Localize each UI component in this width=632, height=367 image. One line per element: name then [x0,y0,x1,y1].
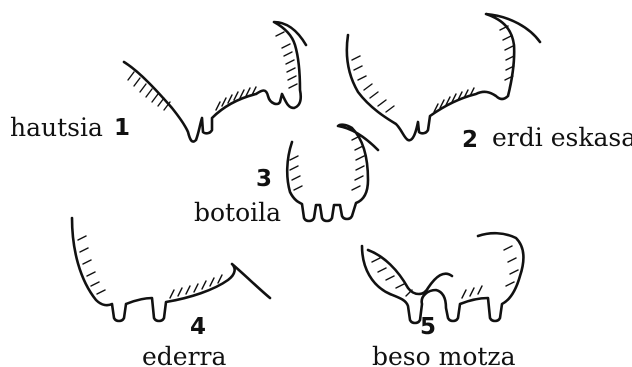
udder-drawing-3 [287,125,378,221]
figure-1-label: hautsia [10,115,103,140]
figure-5-number: 5 [420,316,436,339]
figure-3-label: botoila [194,200,281,225]
figure-2-number: 2 [462,129,478,152]
udder-drawing-5 [362,233,523,323]
figure-2-label: erdi eskasa [492,125,632,150]
figure-5-label: beso motza [372,344,516,367]
figure-4-label: ederra [142,344,226,367]
figure-4-number: 4 [190,316,206,339]
figure-3-number: 3 [256,168,272,191]
udder-drawing-1 [124,22,306,142]
figure-1-number: 1 [114,117,130,140]
udder-drawing-2 [347,14,540,140]
udder-drawing-4 [72,218,270,321]
